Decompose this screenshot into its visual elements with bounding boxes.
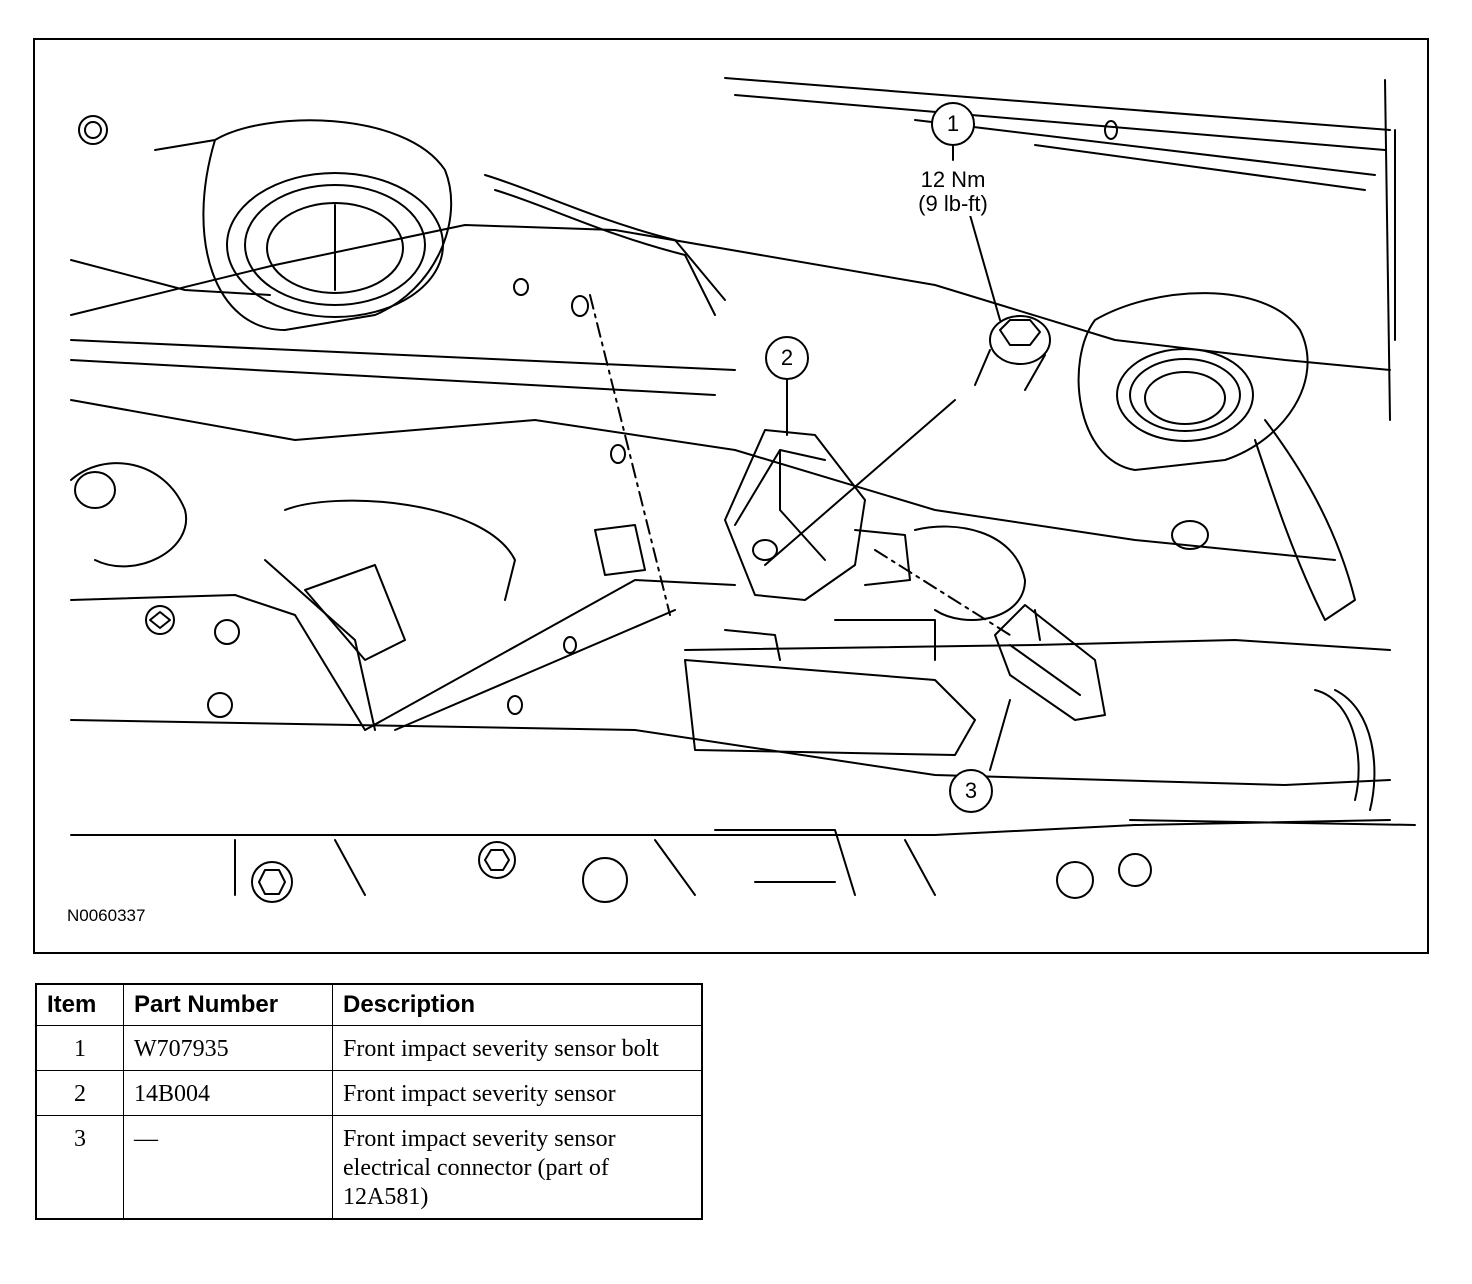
sensor-bolt	[974, 315, 1051, 391]
impact-sensor	[724, 429, 911, 601]
hardware-details	[70, 174, 1416, 903]
lower-subframe	[70, 444, 1391, 836]
column-header-description: Description	[332, 983, 703, 1026]
callout-3: 3	[949, 769, 993, 813]
table-header-row: Item Part Number Description	[35, 983, 703, 1026]
callout-2: 2	[765, 336, 809, 380]
left-bushing-mount	[70, 115, 453, 331]
parts-table: Item Part Number Description 1 W707935 F…	[35, 983, 703, 1220]
column-header-part-number: Part Number	[123, 983, 333, 1026]
cell-item: 1	[35, 1025, 124, 1071]
cell-part-number: —	[123, 1115, 333, 1220]
upper-cross-member	[70, 224, 1391, 561]
table-row: 2 14B004 Front impact severity sensor	[35, 1070, 703, 1116]
callout-1-torque: 12 Nm (9 lb-ft)	[907, 168, 999, 216]
cell-description: Front impact severity sensor	[332, 1070, 703, 1116]
column-header-item: Item	[35, 983, 124, 1026]
leader-lines	[589, 144, 1011, 771]
illustration-frame: 1 12 Nm (9 lb-ft) 2 3 N0060337	[33, 38, 1429, 954]
cell-item: 3	[35, 1115, 124, 1220]
figure-id: N0060337	[67, 906, 146, 925]
sensor-location-illustration	[70, 77, 1416, 903]
cell-part-number: W707935	[123, 1025, 333, 1071]
table-row: 1 W707935 Front impact severity sensor b…	[35, 1025, 703, 1071]
torque-metric: 12 Nm	[920, 167, 986, 192]
cell-description: Front impact severity sensor bolt	[332, 1025, 703, 1071]
callout-1: 1	[931, 102, 975, 146]
cell-item: 2	[35, 1070, 124, 1116]
torque-imperial: (9 lb-ft)	[918, 191, 988, 216]
cell-part-number: 14B004	[123, 1070, 333, 1116]
electrical-connector	[994, 604, 1106, 721]
table-row: 3 — Front impact severity sensor electri…	[35, 1115, 703, 1220]
right-bushing-mount	[1077, 292, 1356, 621]
upper-panel	[724, 77, 1396, 421]
cell-description: Front impact severity sensor electrical …	[332, 1115, 703, 1220]
